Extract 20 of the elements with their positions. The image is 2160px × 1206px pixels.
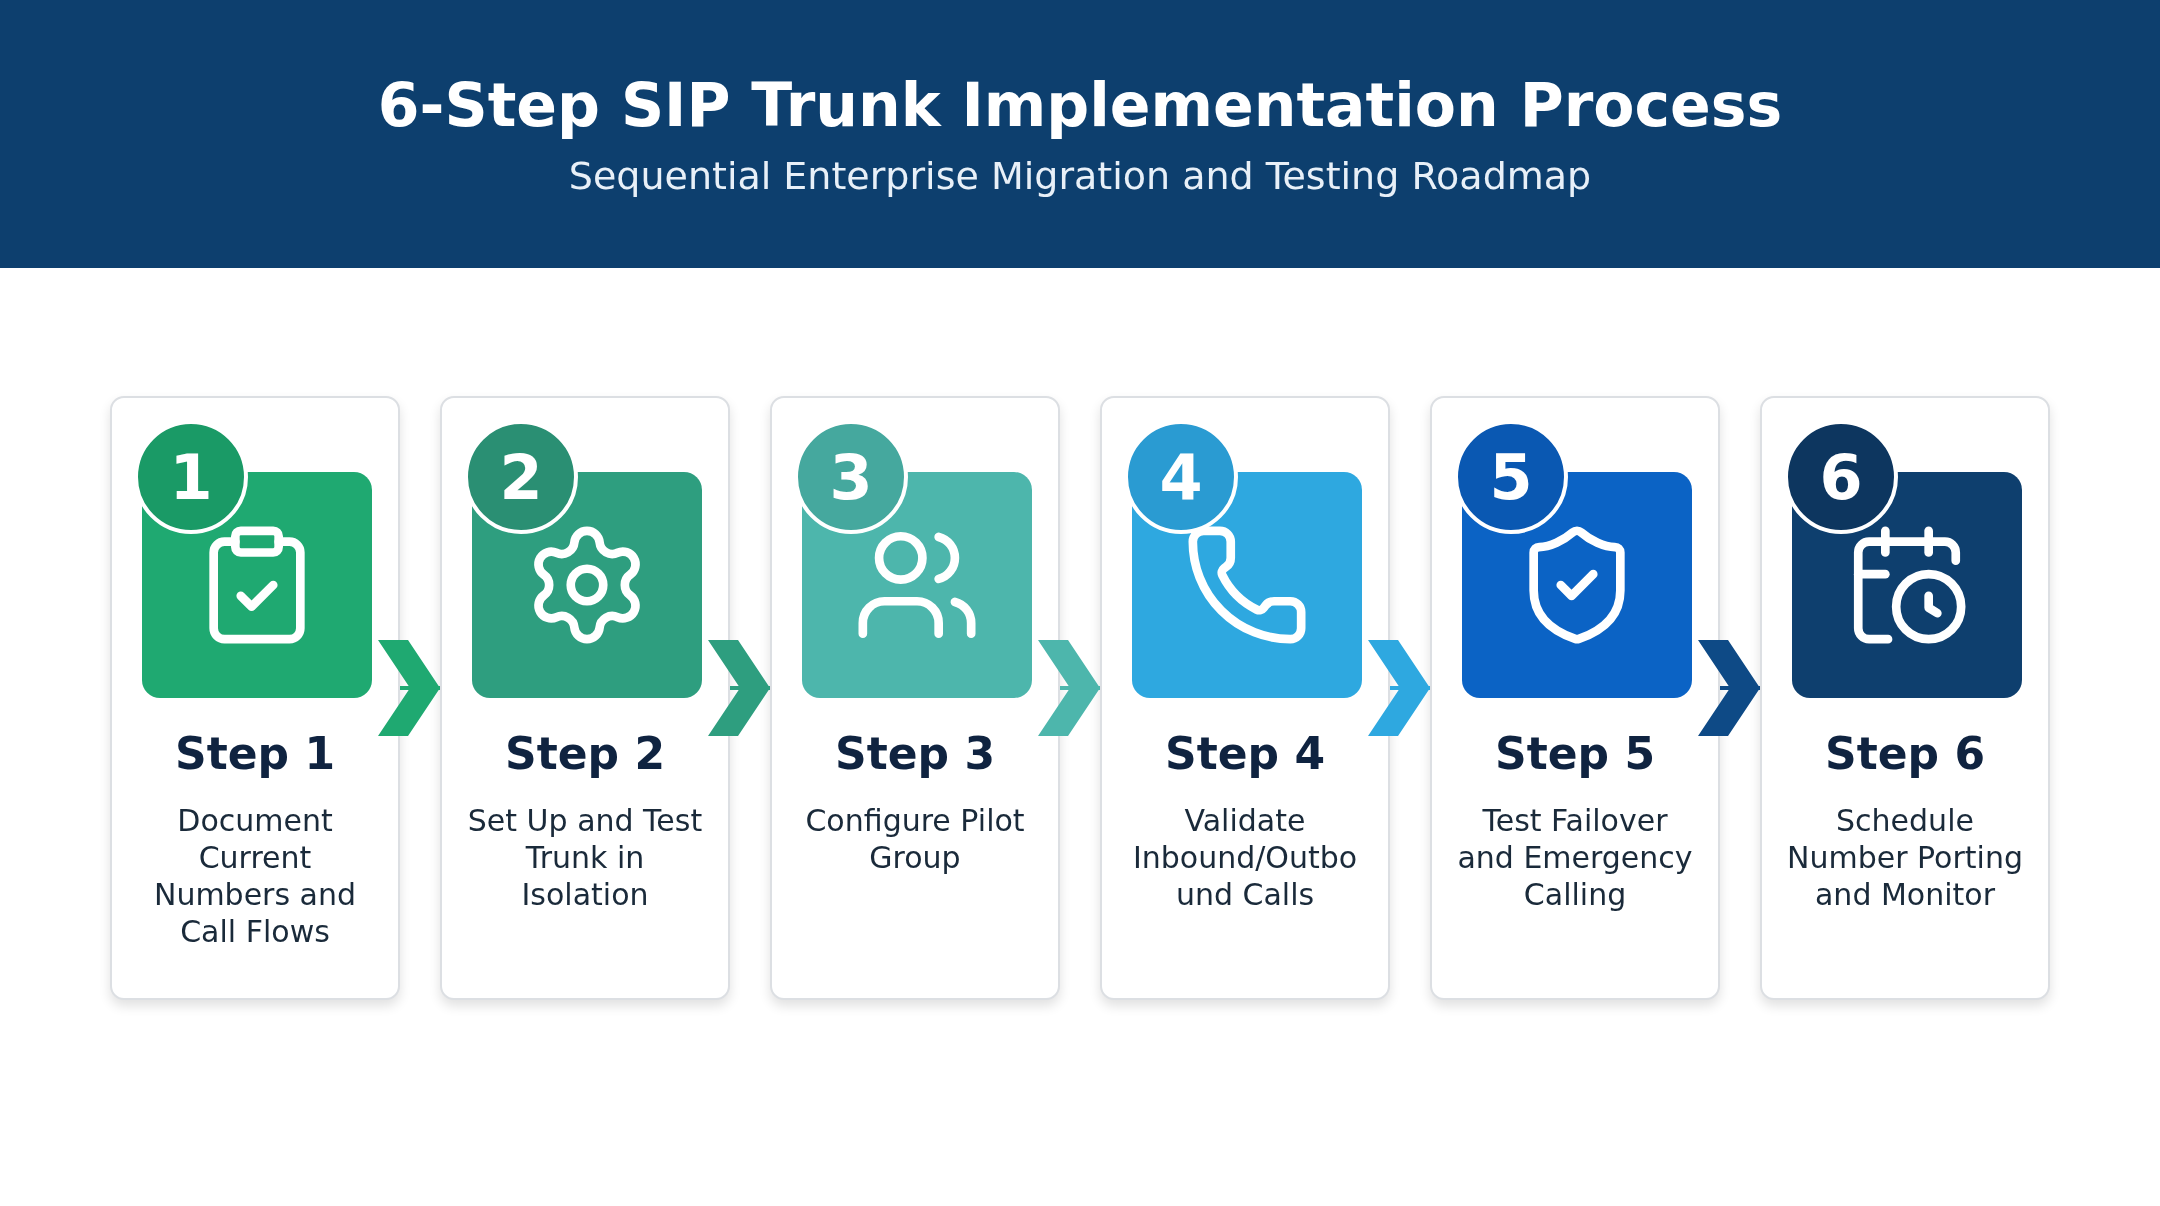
title: 6-Step SIP Trunk Implementation Process	[377, 70, 1783, 140]
step-card	[1430, 396, 1720, 1000]
subtitle: Sequential Enterprise Migration and Testing Roadmap	[568, 154, 1592, 198]
step-card	[1100, 396, 1390, 1000]
step-description: Schedule Number Porting and Monitor	[1786, 802, 2024, 913]
step-heading: Step 5	[1494, 728, 1656, 779]
step-card	[440, 396, 730, 1000]
step-heading: Step 3	[834, 728, 996, 779]
step-description: Validate Inbound/Outbound Calls	[1131, 802, 1359, 913]
step-description: Configure Pilot Group	[804, 802, 1026, 876]
step-card	[110, 396, 400, 1000]
step-description: Document Current Numbers and Call Flows	[152, 802, 358, 950]
step-heading: Step 4	[1164, 728, 1326, 779]
step-heading: Step 1	[174, 728, 336, 779]
step-heading: Step 6	[1824, 728, 1986, 779]
step-description: Set Up and Test Trunk in Isolation	[466, 802, 704, 913]
step-card	[1760, 396, 2050, 1000]
step-card	[770, 396, 1060, 1000]
step-description: Test Failover and Emergency Calling	[1456, 802, 1694, 913]
step-heading: Step 2	[504, 728, 666, 779]
